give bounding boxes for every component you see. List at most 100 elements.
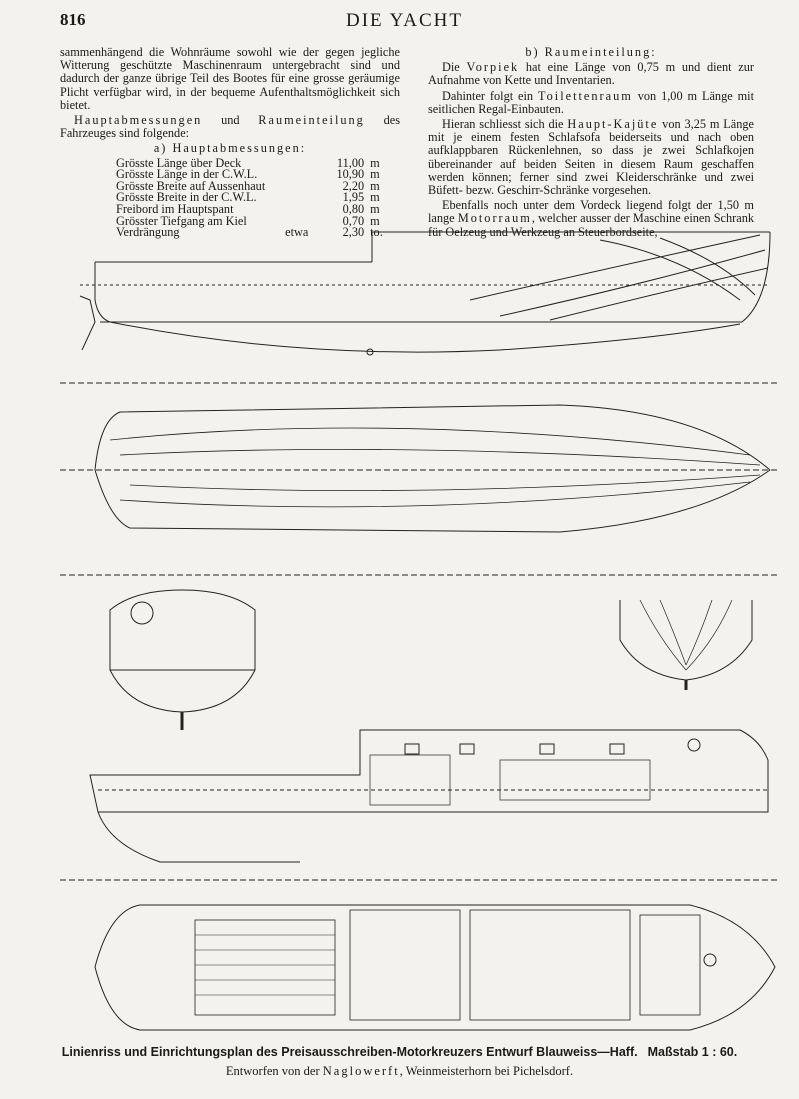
figure-caption: Linienriss und Einrichtungsplan des Prei… — [0, 1043, 799, 1079]
p4-start: Ebenfalls noch unter dem Vordeck liegend… — [428, 198, 754, 226]
forward-section-frames — [639, 599, 733, 671]
caption-shipyard: Naglowerft — [322, 1064, 400, 1078]
left-paragraph-2-mid: und — [202, 113, 259, 128]
dimension-name: Freibord im Hauptspant — [116, 202, 234, 216]
p1-end: hat eine Länge von 0,75 m und dient zur … — [428, 60, 754, 88]
plan-lower-outline — [94, 469, 771, 533]
profile-keel-line — [109, 321, 741, 353]
porthole-4 — [609, 743, 625, 755]
p3-end: von 3,25 m Länge mit je einem festen Sch… — [428, 117, 754, 198]
dimension-row: Grösste Breite in der C.W.L. 1,95 m — [116, 190, 400, 205]
dimension-unit: m — [370, 167, 380, 182]
inboard-engine — [369, 754, 451, 806]
half-breadth-plan — [60, 404, 780, 576]
right-text-column: b) Raumeinteilung: Die Vorpiek hat eine … — [428, 45, 754, 241]
p2-start: Dahinter folgt ein — [442, 88, 538, 103]
term-raumeinteilung: Raumeinteilung — [258, 113, 365, 128]
left-paragraph-2-rest: des Fahrzeuges sind folgende: — [60, 113, 400, 141]
body-plan-section — [109, 589, 753, 730]
dimension-value: 0,70 — [342, 213, 365, 228]
p3-start: Hieran schliesst sich die — [442, 117, 568, 132]
porthole-2 — [459, 743, 475, 755]
caption-sub-end: , Weinmeisterhorn bei Pichelsdorf. — [399, 1064, 574, 1078]
p1-start: Die — [442, 60, 467, 75]
raumeinteilung-heading-text: Raumeinteilung: — [544, 45, 657, 59]
porthole-round — [687, 738, 701, 752]
left-paragraph-1: sammenhängend die Wohnräume sowohl wie d… — [60, 45, 400, 112]
profile-rudder — [79, 295, 96, 351]
plan-upper-outline — [94, 404, 771, 471]
dimension-prefix: etwa — [285, 225, 309, 240]
anchor-winch — [703, 953, 717, 967]
running-title: DIE YACHT — [345, 10, 464, 31]
dimension-value: 2,20 — [342, 178, 365, 193]
profile-buttock-lines — [469, 234, 769, 321]
inboard-keel — [97, 811, 300, 863]
forward-section-outline — [619, 600, 753, 681]
term-hauptabmessungen: Hauptabmessungen — [74, 113, 203, 128]
dimensions-heading-prefix: a) — [153, 141, 173, 156]
hull-profile-lines — [60, 231, 780, 384]
dimensions-heading-text: Hauptabmessungen: — [172, 141, 307, 156]
cabin-plan — [469, 909, 631, 1021]
dimension-unit: m — [370, 178, 380, 193]
inboard-outline — [89, 729, 769, 813]
caption-scale: Maßstab 1 : 60. — [647, 1045, 738, 1059]
page-number: 816 — [60, 10, 86, 29]
dimension-unit: m — [370, 190, 380, 205]
dimension-row: Grösster Tiefgang am Kiel 0,70 m — [116, 213, 400, 228]
dimension-value: 11,00 — [336, 155, 365, 170]
dimension-value: 2,30 — [342, 225, 365, 240]
plan-waterlines — [109, 427, 761, 508]
term-vorpiek: Vorpiek — [466, 60, 520, 75]
dimension-row: Freibord im Hauptspant 0,80 m — [116, 202, 400, 216]
dimension-row: Grösste Länge über Deck 11,00 m — [116, 155, 400, 170]
caption-line-1: Linienriss und Einrichtungsplan des Prei… — [0, 1043, 799, 1061]
profile-cabin-top — [371, 231, 770, 262]
right-paragraph-2: Dahinter folgt ein Toilettenraum von 1,0… — [428, 88, 754, 116]
inboard-berth — [499, 759, 651, 801]
dimension-row: Grösste Länge in der C.W.L. 10,90 m — [116, 167, 400, 182]
profile-hull-outline — [94, 231, 771, 323]
porthole-1 — [404, 743, 420, 755]
dimension-name: Grösster Tiefgang am Kiel — [116, 213, 247, 228]
dimension-value: 1,95 — [342, 190, 365, 205]
raumeinteilung-heading-prefix: b) — [525, 45, 545, 59]
caption-sub-start: Entworfen von der — [225, 1064, 323, 1078]
dimension-row: Grösste Breite auf Aussenhaut 2,20 m — [116, 178, 400, 193]
term-haupt-kajuete: Haupt-Kajüte — [567, 117, 659, 132]
term-motorraum: Motorraum — [457, 211, 532, 226]
dimension-unit: m — [370, 213, 380, 228]
dimension-name: Grösste Breite in der C.W.L. — [116, 190, 257, 205]
p2-end: von 1,00 m Länge mit seitlichen Regal-Ei… — [428, 88, 754, 116]
left-text-column: sammenhängend die Wohnräume sowohl wie d… — [60, 45, 400, 240]
dimension-unit: m — [370, 155, 380, 170]
right-paragraph-1: Die Vorpiek hat eine Länge von 0,75 m un… — [428, 60, 754, 88]
profile-propeller — [366, 348, 374, 356]
dimension-unit: m — [370, 202, 380, 216]
term-toilettenraum: Toilettenraum — [538, 88, 633, 103]
cockpit-area — [194, 919, 336, 1016]
raumeinteilung-heading: b) Raumeinteilung: — [428, 45, 754, 59]
inboard-profile — [60, 729, 780, 881]
engine-room-plan — [349, 909, 461, 1021]
forepeak-plan — [639, 914, 701, 1016]
dimension-name: Grösste Länge in der C.W.L. — [116, 167, 258, 182]
left-paragraph-2: Hauptabmessungen und Raumeinteilung des … — [60, 113, 400, 141]
dimensions-heading: a) Hauptabmessungen: — [60, 142, 400, 155]
deck-plan-outline — [94, 904, 776, 1031]
dimension-name: Verdrängung — [116, 225, 180, 240]
caption-line-2: Entworfen von der Naglowerft, Weinmeiste… — [0, 1064, 799, 1079]
cockpit-planking — [195, 934, 335, 996]
dimension-value: 0,80 — [342, 202, 365, 216]
steering-wheel — [130, 601, 154, 625]
accommodation-plan — [94, 904, 776, 1031]
dimension-name: Grösste Breite auf Aussenhaut — [116, 178, 266, 193]
dimension-value: 10,90 — [336, 167, 365, 182]
dimension-name: Grösste Länge über Deck — [116, 155, 242, 170]
caption-title: Linienriss und Einrichtungsplan des Prei… — [61, 1045, 638, 1059]
page-header: 816 DIE YACHT — [50, 10, 759, 38]
